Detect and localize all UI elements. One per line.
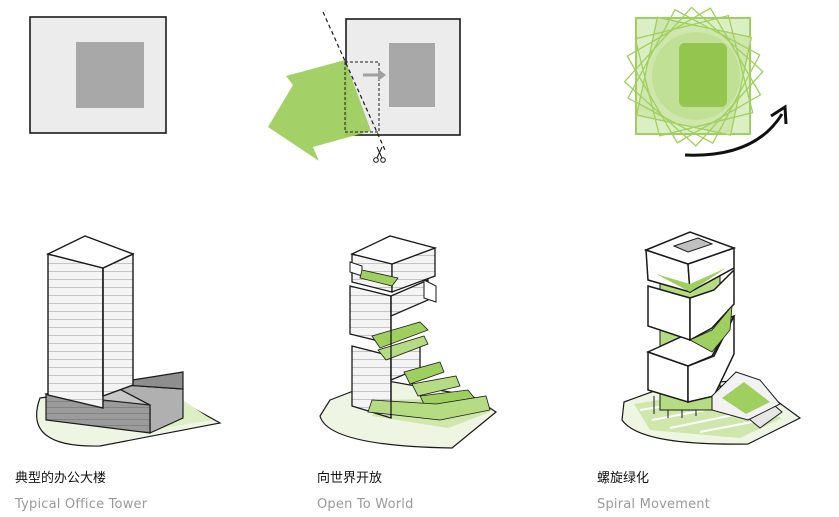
caption-title-en: Spiral Movement <box>597 497 711 512</box>
plan-spiral-movement <box>623 6 788 157</box>
curved-arrow-icon <box>684 104 788 157</box>
caption-title-cn: 向世界开放 <box>317 471 383 486</box>
plan-open-to-world <box>268 11 461 163</box>
caption-spiral-movement: 螺旋绿化 Spiral Movement <box>597 470 839 514</box>
tower-spiral-movement <box>621 231 802 445</box>
arrow-right-icon <box>363 69 386 81</box>
plan-typical-office <box>29 16 167 134</box>
scissors-icon <box>373 146 386 163</box>
tower-typical-office <box>36 235 222 447</box>
caption-title-cn: 螺旋绿化 <box>597 471 650 486</box>
tower-open-to-world <box>319 235 498 449</box>
caption-title-cn: 典型的办公大楼 <box>15 471 107 486</box>
caption-title-en: Typical Office Tower <box>15 497 148 512</box>
caption-typical-office: 典型的办公大楼 Typical Office Tower <box>15 470 275 514</box>
caption-open-to-world: 向世界开放 Open To World <box>317 470 577 514</box>
caption-title-en: Open To World <box>317 497 414 512</box>
